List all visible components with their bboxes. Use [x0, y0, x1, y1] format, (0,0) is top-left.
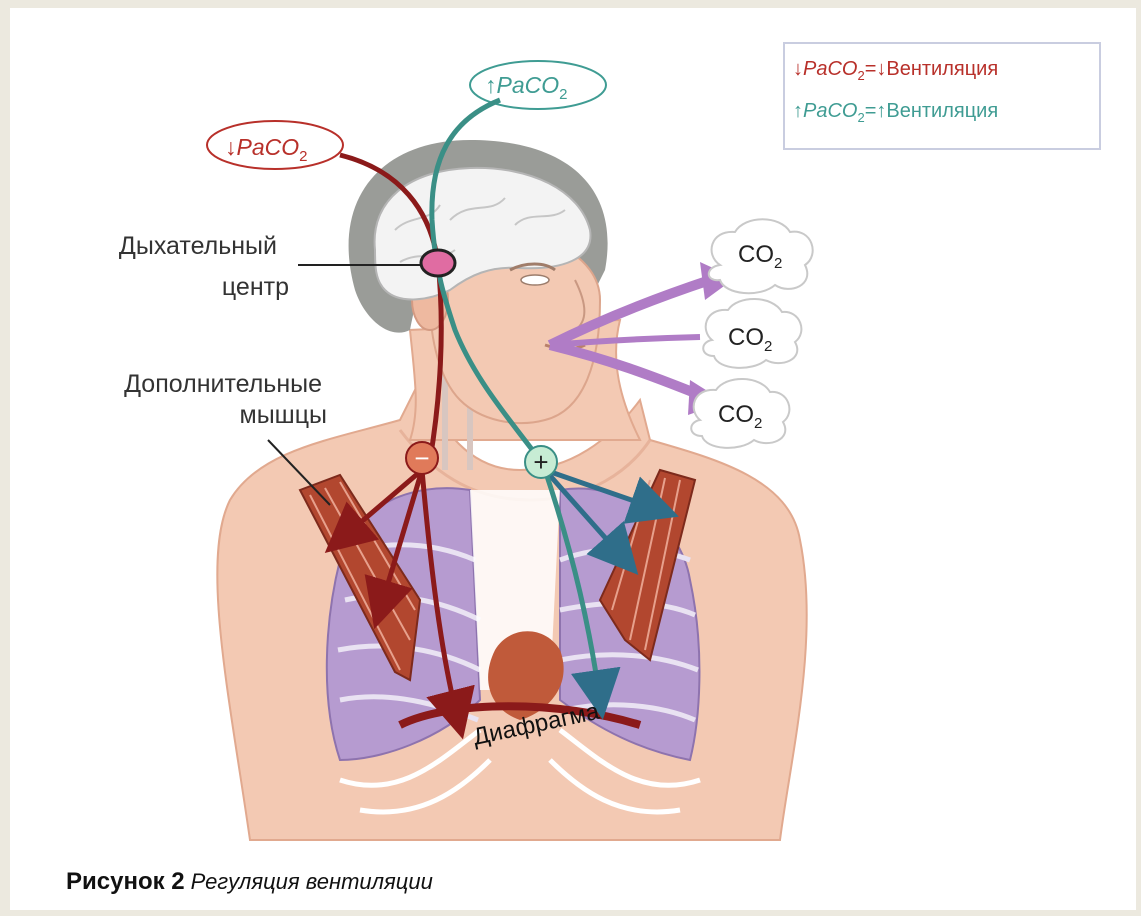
caption-number: Рисунок 2 [66, 868, 185, 895]
legend-eq: = [865, 58, 877, 80]
caption-title: Регуляция вентиляции [191, 869, 433, 894]
legend-arrow-up: ↑ [793, 100, 803, 122]
legend-sub: 2 [857, 68, 864, 83]
legend-param: PaCO [803, 100, 857, 122]
resp-center-label-1: Дыхательный [119, 232, 277, 260]
minus-sign: − [414, 443, 429, 473]
legend-text: Вентиляция [886, 58, 998, 80]
legend-sub: 2 [857, 110, 864, 125]
resp-center-label-2: центр [222, 273, 289, 301]
muscles-label-1: Дополнительные [124, 370, 322, 398]
legend-arrow-down-2: ↓ [876, 58, 886, 80]
legend-box: ↓PaCO2=↓Вентиляция ↑PaCO2=↑Вентиляция [783, 42, 1101, 150]
plus-sign: + [533, 447, 548, 477]
eye [521, 275, 549, 285]
legend-row-high: ↑PaCO2=↑Вентиляция [793, 100, 998, 125]
respiratory-center-node [421, 250, 455, 276]
legend-row-low: ↓PaCO2=↓Вентиляция [793, 58, 998, 83]
legend-arrow-up-2: ↑ [876, 100, 886, 122]
muscles-label-2: мышцы [240, 401, 328, 429]
legend-param: PaCO [803, 58, 857, 80]
legend-arrow-down: ↓ [793, 58, 803, 80]
legend-text: Вентиляция [886, 100, 998, 122]
legend-eq: = [865, 100, 877, 122]
